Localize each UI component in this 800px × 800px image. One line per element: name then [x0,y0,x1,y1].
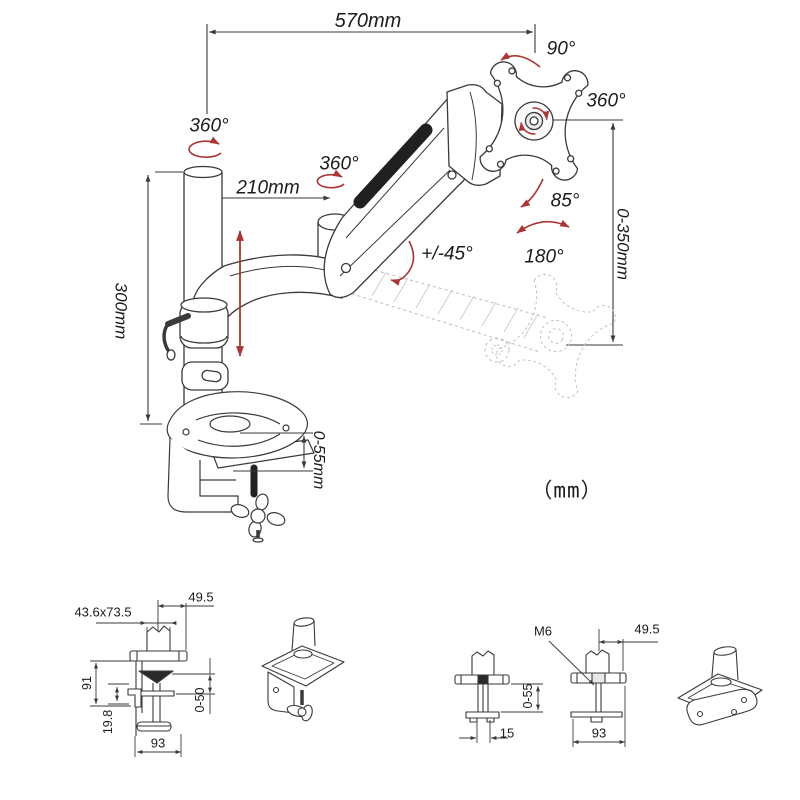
grommet-wide-view-dims [548,629,658,747]
dim-label-85deg: 85° [550,190,580,212]
vesa-holes [485,67,583,175]
dim-label-300mm: 300mm [111,282,131,340]
tilt-45-icon [390,240,415,286]
dim-label-0-350mm: 0-350mm [613,208,633,280]
dimension-lines-main [140,24,623,425]
clamp-perspective-drawing [261,617,345,722]
clamp-dim-0-50: 0-50 [192,687,207,713]
unit-note: （mm） [531,478,603,503]
dim-label-180deg: 180° [524,246,564,268]
dim-label-570mm: 570mm [334,10,402,32]
grommet-dim-m6: M6 [533,623,553,639]
rotate-90-icon [500,52,541,68]
extension-lines [233,119,623,472]
clamp-knob [230,493,286,543]
desk-clamp [166,391,315,543]
dim-label-360deg-pole: 360° [189,115,229,137]
grommet-front-view-drawing [454,650,510,723]
grommet-dim-93: 93 [591,725,607,741]
grommet-dim-15: 15 [499,725,515,741]
grommet-front-view-dims [459,683,543,743]
dim-label-210mm: 210mm [236,177,300,199]
clamp-side-view-drawing [127,625,188,736]
clamp-dim-91: 91 [79,676,94,690]
clamp-side-view-dims [90,600,215,757]
ghost-arm-position [345,263,616,399]
grommet-dim-49-5: 49.5 [634,621,660,637]
grommet-wide-view-drawing [570,649,627,723]
gas-spring-arm [323,84,503,299]
grommet-dim-0-55: 0-55 [520,683,535,709]
clamp-dim-19-8: 19.8 [100,709,115,735]
dim-label-0-55mm: 0-55mm [310,430,327,490]
dim-label-90deg: 90° [546,38,576,60]
rotation-arrow-icon [518,107,550,135]
tension-lever [162,313,191,361]
cable-clip [181,361,229,391]
clamp-dim-49-5: 49.5 [188,589,214,605]
motion-annotations [188,52,570,357]
dim-label-360deg-joint: 360° [319,153,359,175]
tilt-85-icon [520,178,544,208]
dim-label-45deg: +/-45° [421,243,473,265]
rotate-360-pole-icon [188,136,222,158]
grommet-perspective-drawing [677,646,763,726]
dim-label-360deg-vesa: 360° [586,90,626,112]
clamp-dim-93: 93 [150,735,166,751]
rotate-360-joint-icon [316,169,345,189]
vesa-plate [479,61,589,181]
swivel-180-icon [516,219,570,234]
clamp-dim-43-6x73-5: 43.6x73.5 [74,604,132,620]
